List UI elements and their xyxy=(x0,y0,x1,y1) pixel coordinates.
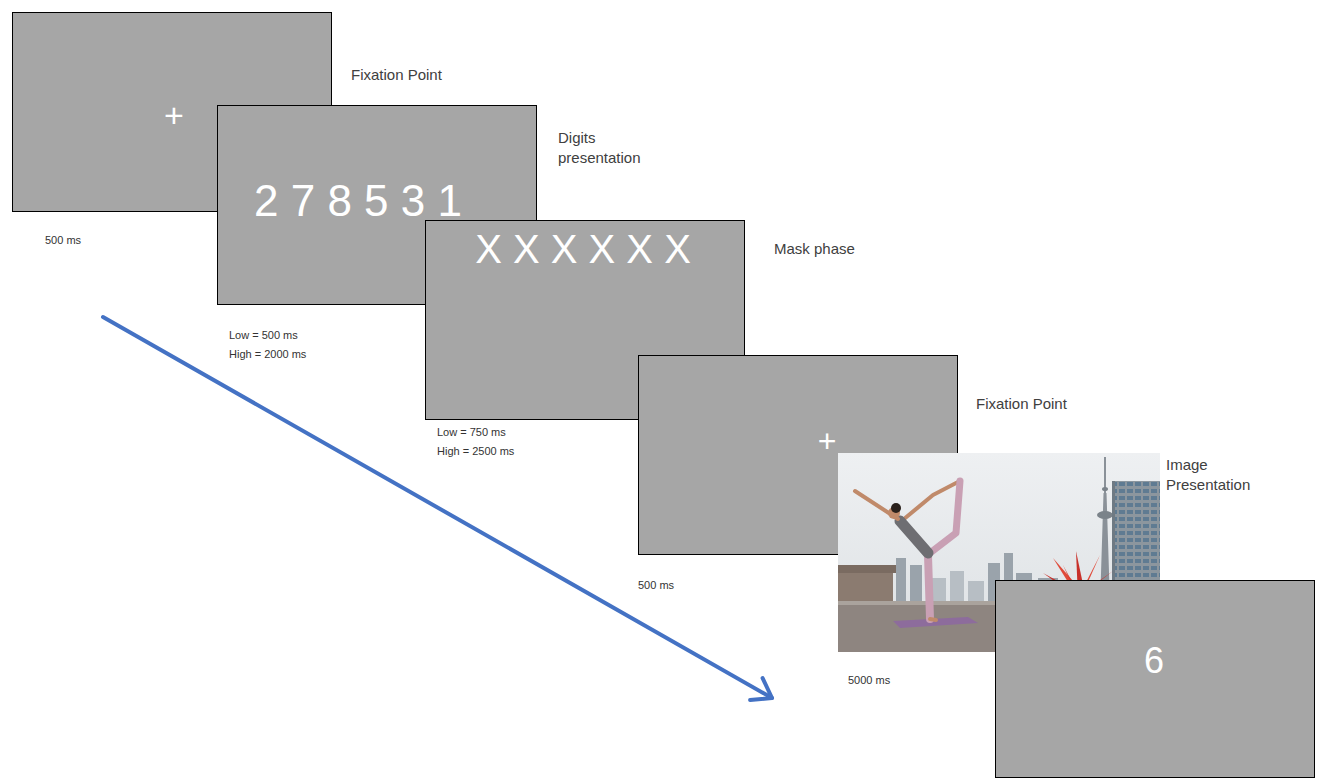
duration-label: 500 ms xyxy=(45,231,81,250)
screen-text: + xyxy=(818,425,837,457)
screen-label: Digits presentation xyxy=(558,128,653,169)
screen-label: Mask phase xyxy=(774,239,855,259)
response-screen: 6 xyxy=(995,580,1315,778)
duration-label: Low = 750 ms High = 2500 ms xyxy=(437,423,521,460)
screen-label: Image Presentation xyxy=(1166,455,1261,496)
screen-text: X X X X X X xyxy=(475,229,691,269)
duration-label: 500 ms xyxy=(638,576,674,595)
duration-label: 5000 ms xyxy=(848,671,890,690)
screen-label: Fixation Point xyxy=(351,65,442,85)
screen-label: Fixation Point xyxy=(976,394,1067,414)
screen-text: 2 7 8 5 3 1 xyxy=(254,179,462,223)
screen-text: 6 xyxy=(1144,643,1164,679)
screen-text: + xyxy=(164,98,184,132)
duration-label: Low = 500 ms High = 2000 ms xyxy=(229,326,313,363)
